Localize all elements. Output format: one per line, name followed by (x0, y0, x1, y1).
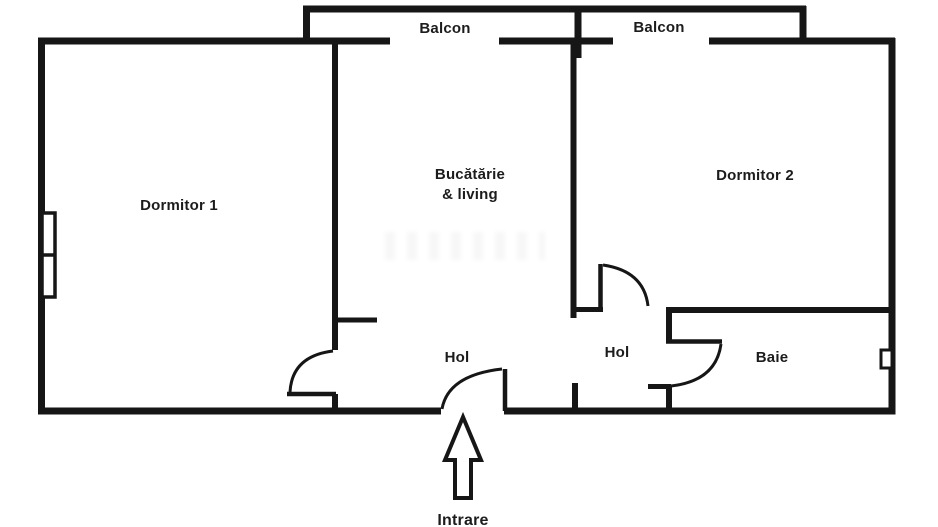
label-hall-right: Hol (604, 344, 630, 361)
window-bedroom1 (40, 211, 57, 299)
window-bathroom (879, 348, 894, 370)
door-bathroom (666, 339, 723, 388)
label-bedroom2: Dormitor 2 (716, 167, 794, 184)
label-entrance: Intrare (437, 512, 489, 527)
label-balcony-left: Balcon (419, 20, 471, 37)
label-kitchen-living-line1: Bucătărie (434, 166, 506, 183)
outer-walls (38, 37, 896, 415)
wall-kitchen-bedroom2 (570, 38, 603, 411)
label-bathroom: Baie (755, 349, 789, 366)
label-kitchen-living: Bucătărie & living (435, 165, 505, 204)
door-bedroom1 (287, 349, 336, 397)
wall-bedroom1-kitchen (332, 44, 377, 411)
label-kitchen-living-line2: & living (442, 185, 498, 203)
label-bedroom1: Dormitor 1 (140, 197, 218, 214)
wall-bedroom2-bathroom (648, 307, 895, 411)
balcony-walls (303, 5, 807, 58)
door-bedroom2 (598, 263, 650, 309)
label-balcony-right: Balcon (633, 19, 685, 36)
entrance-arrow-icon (441, 411, 485, 500)
label-hall-left: Hol (444, 349, 470, 366)
door-entrance (440, 367, 508, 411)
